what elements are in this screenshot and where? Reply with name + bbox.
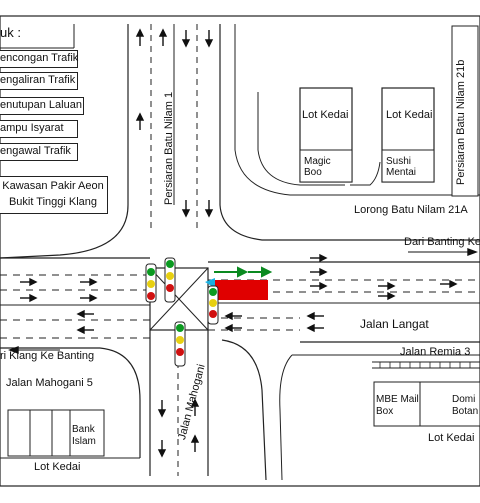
shop-mbe-line-1: MBE Mail (376, 394, 419, 405)
shop-magic-line-2: Boo (304, 167, 322, 178)
building-21b (451, 25, 479, 197)
shop-domino-line-1: Domi (452, 394, 476, 405)
parking-area-box (0, 176, 108, 214)
legend-item-1: encongan Trafik (0, 52, 79, 64)
road-jalan-remia: Jalan Remia 3 (400, 346, 471, 358)
traffic-light-w (145, 263, 157, 303)
shop-lot-2-label: Lot Kedai (386, 109, 433, 121)
flow-arrows (8, 28, 478, 458)
parking-area-line-1: Kawasan Pakir Aeon (2, 180, 104, 192)
bank-line-1: Bank (72, 424, 95, 435)
road-klang-to-banting: ri Klang Ke Banting (0, 350, 95, 362)
legend-title: uk : (0, 25, 21, 40)
legend-item-box-5 (0, 143, 78, 161)
traffic-light-e (207, 285, 219, 325)
legend-item-box-2 (0, 72, 78, 90)
legend-item-box-4 (0, 120, 78, 138)
legend-item-box-1 (0, 50, 78, 68)
shop-lot-sw (7, 409, 105, 457)
map-frame (0, 15, 480, 487)
parking-area-line-2: Bukit Tinggi Klang (8, 196, 98, 208)
legend-item-3: enutupan Laluan (0, 99, 82, 111)
road-jalan-mahogani-5: Jalan Mahogani 5 (6, 377, 93, 389)
diversion-arrows (214, 266, 273, 278)
road-persiaran-batu-nilam-21b: Persiaran Batu Nilam 21b (455, 59, 467, 185)
road-persiaran-batu-nilam-1: Persiaran Batu Nilam 1 (163, 91, 175, 205)
legend-item-4: ampu Isyarat (0, 122, 64, 134)
legend-item-2: engaliran Trafik (0, 74, 76, 86)
shop-lot-sw-label: Lot Kedai (34, 461, 81, 473)
legend-item-5: engawal Trafik (0, 145, 71, 157)
road-jalan-langat: Jalan Langat (360, 317, 429, 331)
bank-line-2: Islam (72, 436, 96, 447)
shop-lot-se-label: Lot Kedai (428, 432, 475, 444)
lane-closure-block (214, 280, 268, 300)
shop-lot-1-label: Lot Kedai (302, 109, 349, 121)
traffic-light-nw (164, 257, 176, 303)
shop-lot-se (373, 381, 480, 427)
shop-domino-line-2: Botan (452, 406, 479, 417)
shop-magic-line-1: Magic (304, 156, 331, 167)
legend-item-box-3 (0, 97, 84, 115)
road-lorong-batu-nilam: Lorong Batu Nilam 21A (354, 204, 468, 216)
road-from-banting: Dari Banting Ke (404, 236, 480, 248)
traffic-light-s (174, 321, 186, 367)
shop-sushi-line-1: Sushi (386, 156, 412, 167)
shop-sushi-line-2: Mentai (386, 167, 417, 178)
shop-mbe-line-2: Box (376, 406, 394, 417)
